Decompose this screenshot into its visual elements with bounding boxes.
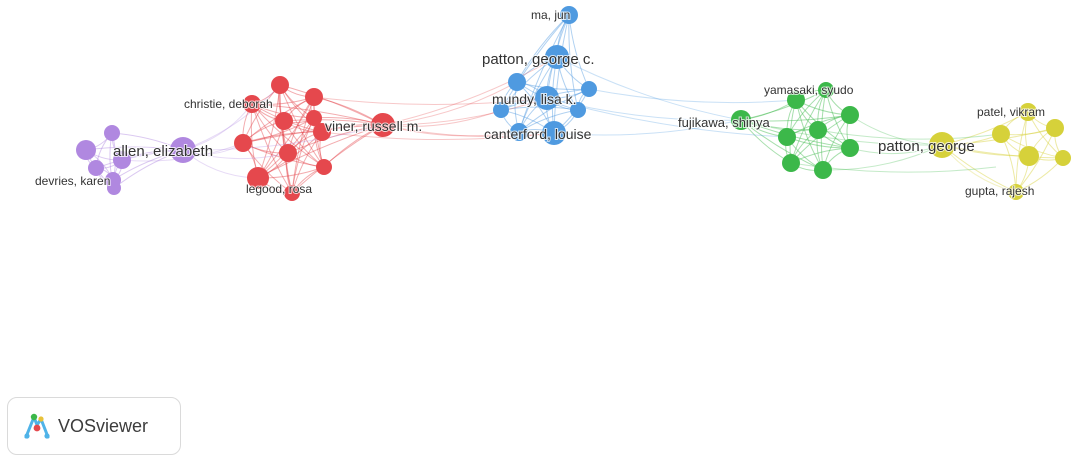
node-purple[interactable]	[88, 160, 104, 176]
node-red-r-viner[interactable]	[371, 113, 395, 137]
node-red[interactable]	[313, 123, 331, 141]
link-red	[291, 124, 384, 194]
node-blue[interactable]	[508, 73, 526, 91]
vosviewer-logo-icon	[24, 413, 50, 439]
bridge-link-red	[382, 109, 502, 127]
node-red[interactable]	[271, 76, 289, 94]
node-label-b-majun: ma, jun	[531, 8, 570, 22]
vosviewer-brand-name: VOSviewer	[58, 415, 149, 436]
node-blue-b-pattonc[interactable]	[545, 45, 569, 69]
bridge-link-green	[740, 119, 943, 146]
node-blue-b-canterford[interactable]	[542, 121, 566, 145]
bridge-link-green	[822, 144, 943, 171]
node-label-y-patel: patel, vikram	[977, 105, 1045, 119]
node-green[interactable]	[841, 106, 859, 124]
link-red	[279, 84, 325, 168]
bridge-link-green	[817, 129, 1002, 140]
node-label-r-viner: viner, russell m.	[325, 118, 422, 134]
bridge-link-red	[382, 81, 518, 126]
bridge-link-red	[382, 124, 555, 138]
node-blue-b-majun[interactable]	[560, 6, 578, 24]
node-red-r-legood[interactable]	[247, 167, 269, 189]
link-red	[279, 84, 293, 194]
link-red	[242, 124, 384, 144]
link-red	[291, 96, 315, 194]
node-label-b-canterford: canterford, louise	[484, 126, 592, 142]
link-red	[251, 103, 293, 194]
node-blue[interactable]	[581, 81, 597, 97]
node-green[interactable]	[782, 154, 800, 172]
node-label-r-legood: legood, rosa	[246, 182, 312, 196]
node-red[interactable]	[279, 144, 297, 162]
node-blue[interactable]	[570, 102, 586, 118]
node-red[interactable]	[306, 110, 322, 126]
node-red[interactable]	[275, 112, 293, 130]
node-red[interactable]	[316, 159, 332, 175]
node-green[interactable]	[778, 128, 796, 146]
node-red-r-christie[interactable]	[243, 95, 261, 113]
node-yellow[interactable]	[992, 125, 1010, 143]
bridge-link-blue	[553, 119, 742, 136]
node-red[interactable]	[284, 185, 300, 201]
link-green	[740, 114, 851, 122]
link-blue	[500, 14, 570, 111]
node-purple[interactable]	[76, 140, 96, 160]
bridge-link-red	[382, 56, 558, 126]
node-label-p-devries: devries, karen	[35, 174, 110, 188]
link-red	[251, 103, 325, 168]
node-yellow-y-patton[interactable]	[929, 132, 955, 158]
link-blue	[553, 14, 570, 134]
vosviewer-badge[interactable]: VOSviewer	[7, 397, 181, 455]
link-blue	[568, 14, 579, 111]
node-yellow[interactable]	[1055, 150, 1071, 166]
node-yellow-y-patel[interactable]	[1019, 103, 1037, 121]
bridge-link-blue	[556, 56, 742, 121]
node-blue[interactable]	[510, 123, 528, 141]
link-blue	[518, 14, 570, 133]
node-green-g-fujikawa[interactable]	[731, 110, 751, 130]
bridge-link-blue	[546, 97, 742, 121]
node-green[interactable]	[809, 121, 827, 139]
bridge-link-blue	[588, 88, 797, 104]
bridge-link-purple	[182, 124, 384, 151]
node-label-b-pattonc: patton, george c.	[482, 51, 595, 68]
node-green[interactable]	[841, 139, 859, 157]
node-label-r-christie: christie, deborah	[184, 97, 273, 111]
node-label-g-fujikawa: fujikawa, shinya	[678, 115, 771, 130]
node-green[interactable]	[814, 161, 832, 179]
node-red[interactable]	[234, 134, 252, 152]
node-purple[interactable]	[113, 151, 131, 169]
node-yellow[interactable]	[1046, 119, 1064, 137]
link-red	[257, 124, 384, 179]
node-green[interactable]	[787, 91, 805, 109]
node-label-y-gupta: gupta, rajesh	[965, 184, 1034, 198]
node-purple-p-allen[interactable]	[170, 137, 196, 163]
node-label-p-allen: allen, elizabeth	[113, 143, 213, 160]
bridge-link-red	[382, 97, 548, 126]
network-nodes	[76, 6, 1071, 201]
node-yellow[interactable]	[1019, 146, 1039, 166]
link-yellow	[941, 144, 1064, 159]
node-label-g-yamasaki: yamasaki, syudo	[764, 83, 854, 97]
node-green-g-yamasaki[interactable]	[818, 82, 834, 98]
node-red[interactable]	[305, 88, 323, 106]
node-purple[interactable]	[107, 181, 121, 195]
node-purple[interactable]	[104, 125, 120, 141]
node-yellow-y-gupta[interactable]	[1008, 184, 1024, 200]
bridge-link-red	[382, 124, 520, 137]
bridge-link-red	[313, 96, 548, 105]
node-blue[interactable]	[493, 102, 509, 118]
link-green	[790, 147, 851, 164]
node-label-b-mundy: mundy, lisa k.	[492, 91, 577, 107]
node-label-y-patton: patton, george	[878, 138, 975, 155]
node-blue-b-mundy[interactable]	[535, 86, 559, 110]
